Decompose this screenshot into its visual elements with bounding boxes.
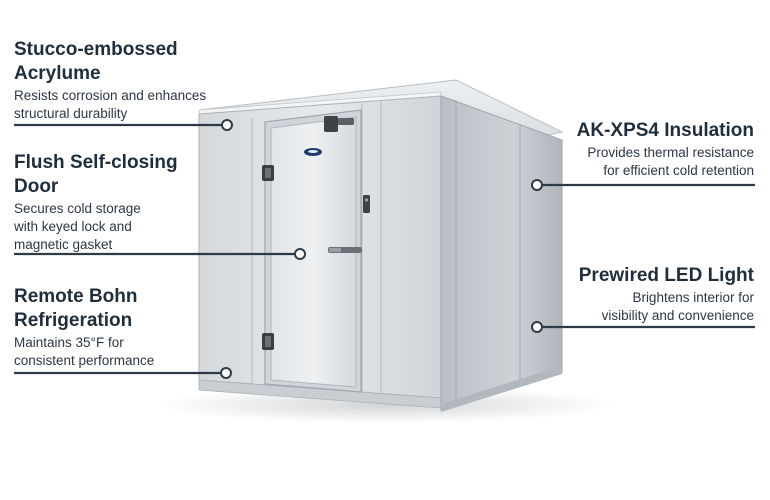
ground-shadow: [155, 387, 615, 423]
marker-dot-led: [531, 321, 543, 333]
callout-prewired-led-light: Prewired LED Light Brightens interior fo…: [514, 264, 754, 325]
callout-title: Prewired LED Light: [578, 265, 754, 286]
hinge-icon: [262, 333, 274, 350]
door-closer-icon: [324, 116, 354, 132]
marker-dot-refrigeration: [220, 367, 232, 379]
callout-ak-xps4-insulation: AK-XPS4 Insulation Provides thermal resi…: [514, 119, 754, 180]
marker-dot-insulation: [531, 179, 543, 191]
side-bottom-trim: [441, 366, 562, 412]
callout-title: AK-XPS4 Insulation: [576, 120, 754, 141]
lock-icon: [363, 195, 370, 213]
marker-dot-stucco: [221, 119, 233, 131]
hinge-icon: [262, 165, 274, 181]
latch-handle-icon: [328, 247, 362, 253]
brand-badge-icon: [304, 148, 322, 156]
marker-dot-door: [294, 248, 306, 260]
